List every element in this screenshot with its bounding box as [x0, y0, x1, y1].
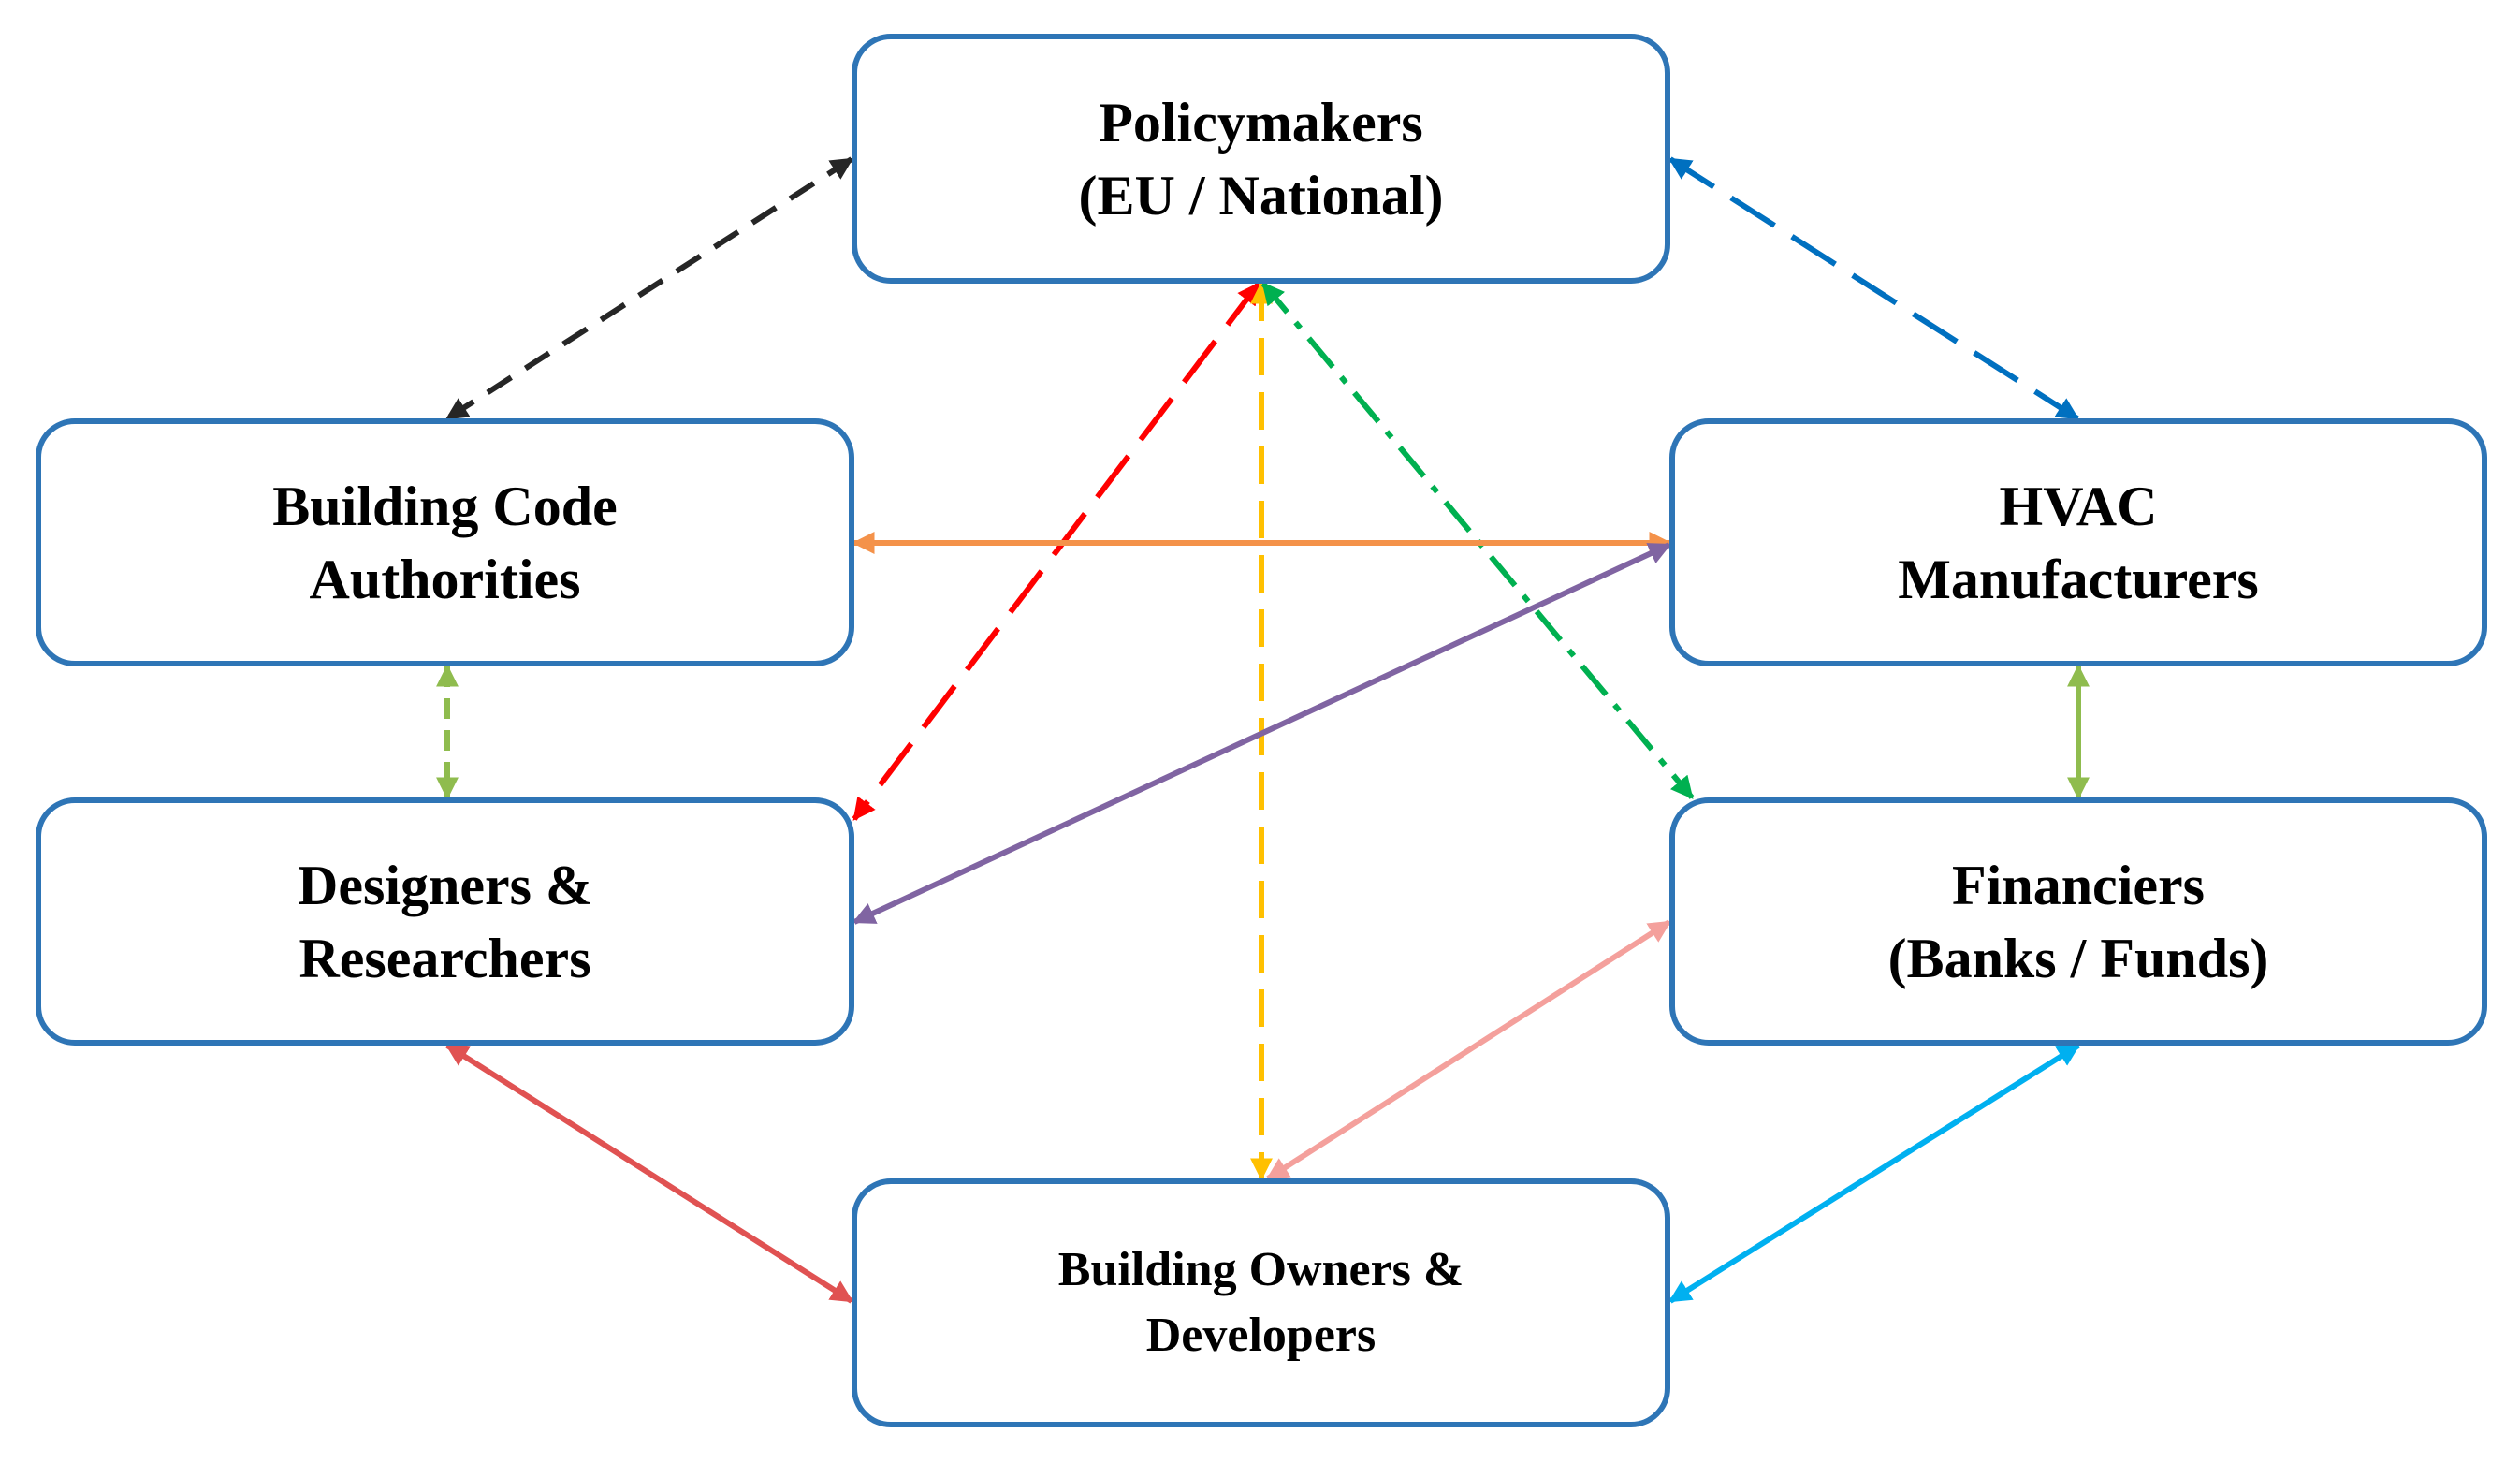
node-label-line2: Developers	[1145, 1309, 1377, 1362]
node-label-line2: Researchers	[299, 927, 591, 989]
node-label-line2: (EU / National)	[1078, 164, 1444, 227]
link-policymakers-designers	[852, 282, 1261, 821]
node-building-code-authorities: Building Code Authorities	[36, 418, 854, 666]
node-label-line1: Building Code	[272, 475, 618, 537]
node-label-line1: Building Owners &	[1057, 1243, 1464, 1296]
link-financiers-owners	[1668, 1043, 2081, 1304]
node-label-line1: Policymakers	[1099, 91, 1423, 154]
node-label-line1: HVAC	[1999, 475, 2158, 537]
node-designers-researchers: Designers & Researchers	[36, 797, 854, 1046]
node-policymakers: Policymakers (EU / National)	[852, 34, 1670, 284]
node-hvac-manufacturers: HVAC Manufacturers	[1669, 418, 2487, 666]
node-building-owners-developers: Building Owners & Developers	[852, 1178, 1670, 1427]
node-label-line2: (Banks / Funds)	[1887, 927, 2269, 989]
node-label-line1: Financiers	[1952, 854, 2205, 916]
node-financiers: Financiers (Banks / Funds)	[1669, 797, 2487, 1046]
node-label-line2: Manufacturers	[1898, 548, 2259, 610]
node-label-line1: Designers &	[298, 854, 592, 916]
link-policymakers-hvac	[1668, 156, 2080, 421]
node-label-line2: Authorities	[309, 548, 581, 610]
link-hvac-designers	[852, 542, 1672, 925]
link-owners-financiers-pink	[1265, 919, 1672, 1181]
link-designers-owners	[444, 1043, 854, 1304]
link-policymakers-code-authorities	[444, 156, 854, 421]
